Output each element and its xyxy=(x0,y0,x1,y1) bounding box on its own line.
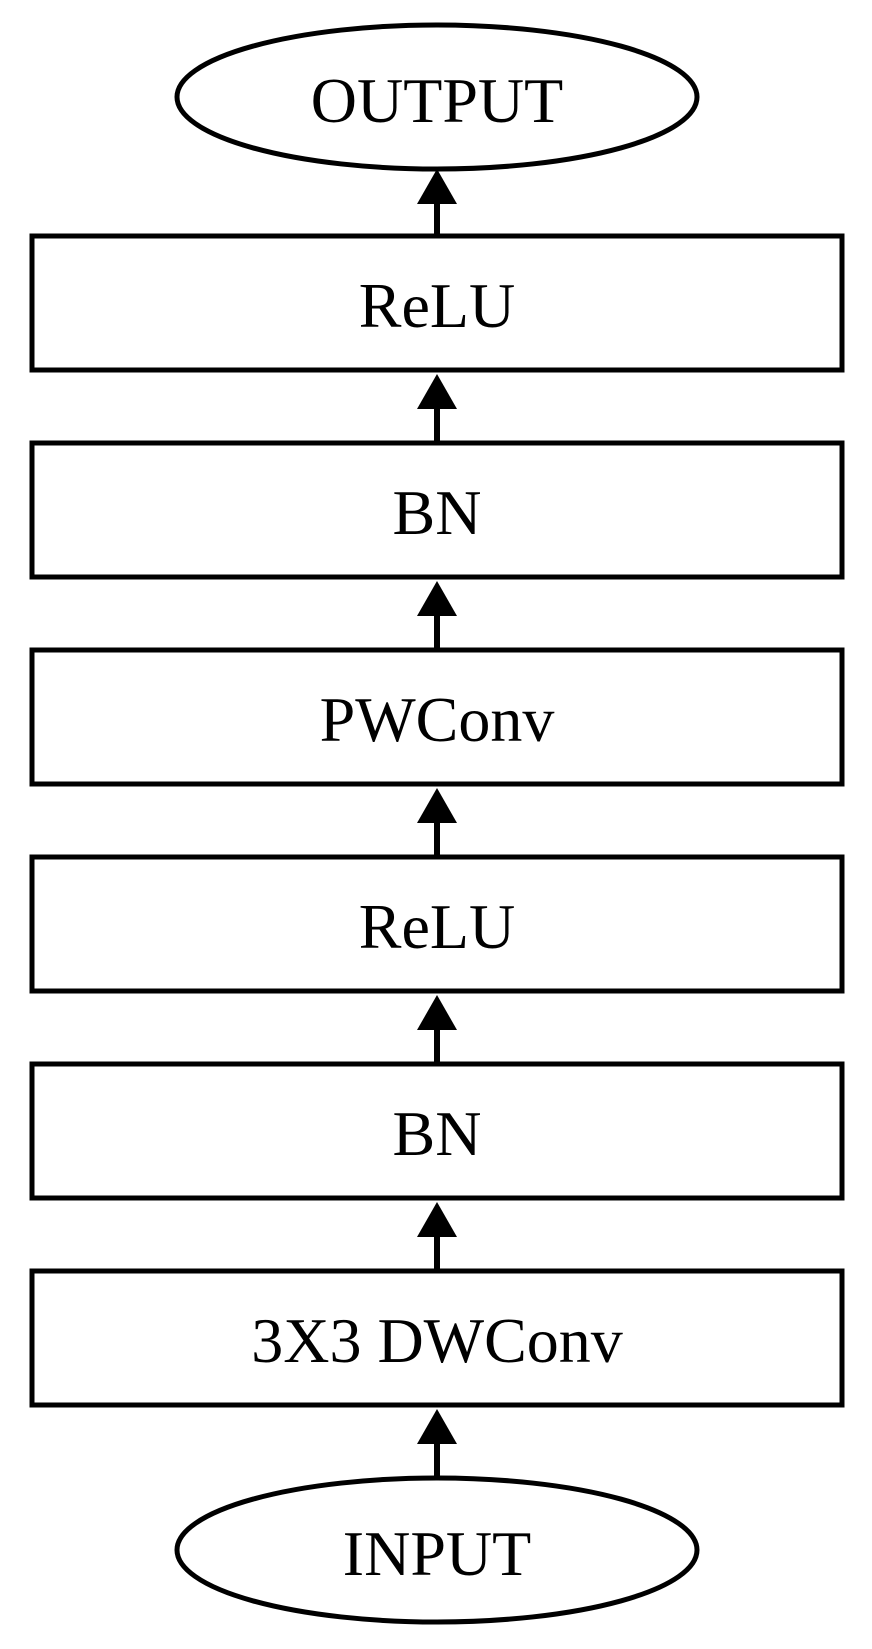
arrow-head xyxy=(417,374,457,409)
layer-bn-top: BN xyxy=(29,440,845,580)
arrow-input-to-dwconv xyxy=(417,1409,457,1477)
arrow-head xyxy=(417,581,457,616)
layer-label: ReLU xyxy=(359,891,515,962)
layer-relu-top: ReLU xyxy=(29,233,845,373)
arrow-bn-to-relu xyxy=(417,374,457,443)
layer-box xyxy=(29,1061,845,1201)
layer-box xyxy=(29,233,845,373)
arrow-relu-to-pwconv xyxy=(417,788,457,857)
layer-box xyxy=(29,440,845,580)
layer-box xyxy=(29,854,845,994)
layer-bn-bottom: BN xyxy=(29,1061,845,1201)
layer-label: ReLU xyxy=(359,270,515,341)
layer-pwconv: PWConv xyxy=(29,647,845,787)
layer-dwconv: 3X3 DWConv xyxy=(29,1268,845,1408)
output-label: OUTPUT xyxy=(311,65,563,136)
arrow-head xyxy=(417,1202,457,1237)
output-node: OUTPUT xyxy=(174,22,700,172)
arrow-head xyxy=(417,1409,457,1444)
arrow-dwconv-to-bn xyxy=(417,1202,457,1271)
arrow-head xyxy=(417,995,457,1030)
arrow-head xyxy=(417,788,457,823)
arrow-head xyxy=(417,169,457,204)
layer-label: BN xyxy=(393,1098,482,1169)
layer-label: BN xyxy=(393,477,482,548)
arrow-relu-to-output xyxy=(417,169,457,236)
layer-relu-bottom: ReLU xyxy=(29,854,845,994)
layer-label: PWConv xyxy=(320,684,555,755)
arrow-pwconv-to-bn xyxy=(417,581,457,650)
input-label: INPUT xyxy=(343,1518,531,1589)
layer-box xyxy=(29,1268,845,1408)
layer-label: 3X3 DWConv xyxy=(251,1305,623,1376)
arrow-bn-to-relu-bottom xyxy=(417,995,457,1064)
layer-box xyxy=(29,647,845,787)
input-ellipse xyxy=(174,1475,700,1625)
input-node: INPUT xyxy=(174,1475,700,1625)
